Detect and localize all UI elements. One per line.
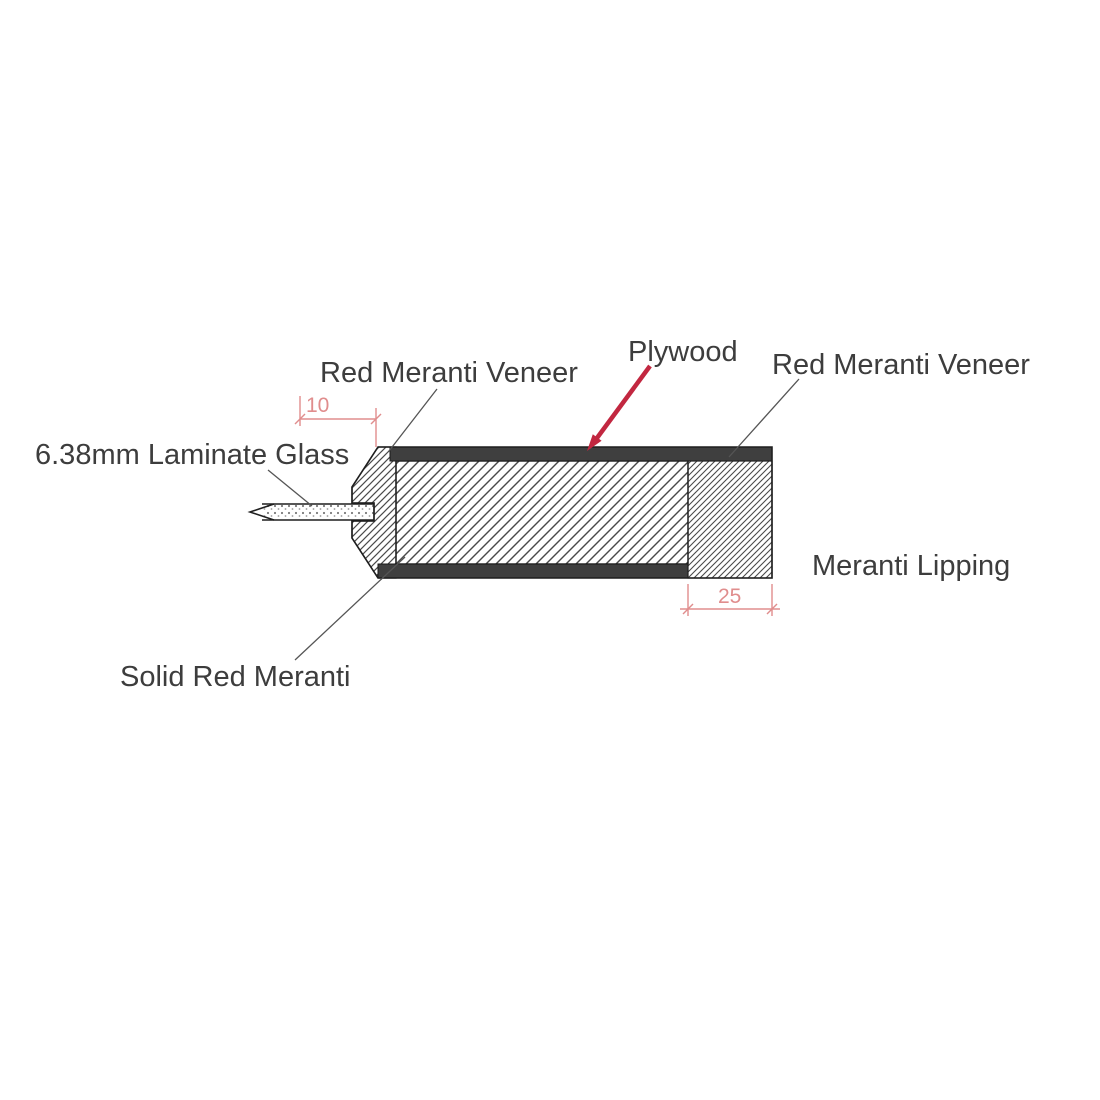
label-meranti-lipping: Meranti Lipping bbox=[812, 550, 1010, 582]
glass-fill bbox=[262, 505, 374, 519]
plywood-arrow-shaft bbox=[595, 364, 652, 440]
bottom-veneer-strip bbox=[377, 563, 689, 579]
glass-strip bbox=[247, 503, 374, 521]
dim10-tick-left bbox=[294, 413, 306, 425]
plywood-section bbox=[395, 460, 689, 565]
dimension-10 bbox=[294, 396, 382, 447]
dimension-25 bbox=[680, 584, 780, 616]
dim25-tick-right bbox=[766, 603, 778, 615]
body-outline bbox=[351, 446, 773, 579]
label-red-meranti-veneer-left: Red Meranti Veneer bbox=[320, 357, 578, 389]
lipping-section bbox=[687, 460, 773, 579]
leader-veneer-right bbox=[728, 378, 800, 458]
label-plywood: Plywood bbox=[628, 336, 738, 368]
leader-veneer-left bbox=[388, 388, 438, 452]
dimension-10-value: 10 bbox=[306, 394, 329, 417]
glass-break-tip bbox=[247, 503, 275, 521]
label-red-meranti-veneer-right: Red Meranti Veneer bbox=[772, 349, 1030, 381]
leader-solid-meranti bbox=[294, 556, 406, 661]
label-solid-red-meranti: Solid Red Meranti bbox=[120, 661, 351, 693]
dim25-tick-left bbox=[682, 603, 694, 615]
top-veneer-strip bbox=[389, 446, 773, 462]
dimension-25-value: 25 bbox=[718, 585, 741, 608]
plywood-arrow bbox=[587, 364, 652, 451]
plywood-arrowhead bbox=[587, 434, 602, 451]
label-laminate-glass: 6.38mm Laminate Glass bbox=[35, 439, 349, 471]
dim10-tick-right bbox=[370, 413, 382, 425]
leader-laminate-glass bbox=[267, 469, 313, 507]
